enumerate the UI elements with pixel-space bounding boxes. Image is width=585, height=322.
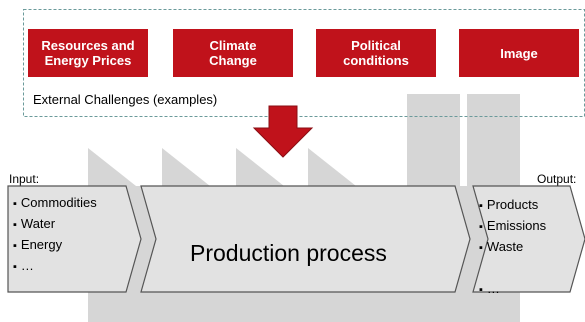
sawtooth-roof-1 bbox=[88, 148, 136, 186]
challenge-image: Image bbox=[459, 29, 579, 77]
output-item: Products bbox=[479, 195, 546, 216]
input-item: Energy bbox=[13, 235, 97, 256]
challenge-climate-change: Climate Change bbox=[173, 29, 293, 77]
output-list: Products Emissions Waste … bbox=[479, 195, 546, 300]
output-item: Waste bbox=[479, 237, 546, 258]
sawtooth-roof-3 bbox=[236, 148, 284, 186]
challenge-political-conditions: Political conditions bbox=[316, 29, 436, 77]
output-label: Output: bbox=[537, 172, 577, 186]
down-arrow-icon bbox=[252, 105, 314, 158]
sawtooth-roof-2 bbox=[162, 148, 210, 186]
output-item: … bbox=[479, 279, 546, 300]
input-list: Commodities Water Energy … bbox=[13, 193, 97, 277]
external-challenges-caption: External Challenges (examples) bbox=[33, 92, 218, 107]
input-item: Commodities bbox=[13, 193, 97, 214]
input-label: Input: bbox=[9, 172, 40, 186]
input-item: … bbox=[13, 256, 97, 277]
challenge-resources-energy-prices: Resources and Energy Prices bbox=[28, 29, 148, 77]
sawtooth-roof-4 bbox=[308, 148, 356, 186]
input-item: Water bbox=[13, 214, 97, 235]
external-challenges-frame bbox=[23, 9, 585, 117]
process-chevron bbox=[140, 185, 471, 293]
process-label: Production process bbox=[190, 240, 387, 266]
output-item: Emissions bbox=[479, 216, 546, 237]
